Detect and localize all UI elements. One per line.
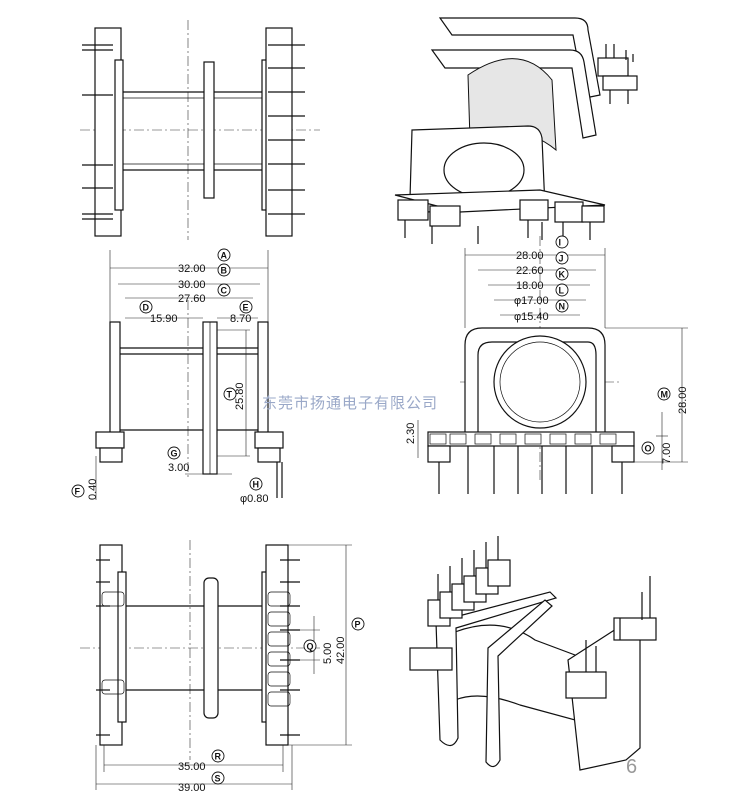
dim-o-tag: O [645, 444, 652, 454]
dim-h-value: φ0.80 [240, 493, 269, 505]
side-view-labels: I 28.00 J 22.60 K 18.00 L φ17.00 N φ15.4… [405, 235, 689, 464]
dim-l-tag: L [559, 286, 565, 296]
dim-l-value: φ17.00 [514, 295, 549, 307]
company-watermark: 东莞市扬通电子有限公司 [262, 395, 438, 412]
dim-q-value: 5.00 [322, 643, 334, 664]
dim-c-tag: C [221, 286, 228, 296]
bottom-view-labels: P 42.00 Q 5.00 R 35.00 S 39.00 [178, 617, 365, 794]
dim-p-tag: P [355, 620, 361, 630]
assembled-isometric [409, 536, 657, 771]
dim-d-value: 15.90 [150, 313, 178, 325]
dim-q-tag: Q [307, 642, 314, 652]
dim-g-value: 3.00 [168, 462, 189, 474]
dim-t-tag: T [227, 390, 233, 400]
dim-p-value: 42.00 [335, 636, 347, 664]
dim-c-value: 27.60 [178, 293, 206, 305]
dim-o-value: 7.00 [661, 443, 673, 464]
dim-i-tag: I [559, 238, 562, 248]
dim-s-value: 39.00 [178, 782, 206, 794]
dim-e-value: 8.70 [230, 313, 251, 325]
dim-n-tag: N [559, 302, 566, 312]
dim-a-tag: A [221, 251, 228, 261]
side-view [417, 236, 688, 494]
dim-t-value: 25.80 [234, 382, 246, 410]
dim-h-tag: H [253, 480, 260, 490]
front-view [95, 250, 284, 500]
dim-j-tag: J [559, 254, 564, 264]
dim-i-value: 28.00 [516, 250, 544, 262]
dim-k-tag: K [559, 270, 566, 280]
dim-g-tag: G [171, 449, 178, 459]
dim-f-tag: F [75, 487, 81, 497]
dim-a-value: 32.00 [178, 263, 206, 275]
dim-s-tag: S [215, 774, 221, 784]
dim-m-value: 28.00 [677, 386, 689, 414]
dim-n-value: φ15.40 [514, 311, 549, 323]
exploded-isometric [394, 17, 638, 244]
dim-k-value: 18.00 [516, 280, 544, 292]
dim-b-tag: B [221, 266, 228, 276]
dim-j-value: 22.60 [516, 265, 544, 277]
dim-e-tag: E [243, 303, 249, 313]
bottom-view [80, 540, 352, 790]
dim-b-value: 30.00 [178, 279, 206, 291]
dim-2-30-value: 2.30 [405, 423, 417, 444]
top-view [80, 20, 320, 240]
dim-m-tag: M [661, 390, 669, 400]
dim-f-value: 0.40 [87, 479, 99, 500]
dim-r-tag: R [215, 752, 222, 762]
page-number: 6 [626, 756, 637, 778]
front-view-labels: A 32.00 B 30.00 C 27.60 D 15.90 E 8.70 T… [71, 248, 269, 505]
dim-d-tag: D [143, 303, 150, 313]
dim-r-value: 35.00 [178, 761, 206, 773]
